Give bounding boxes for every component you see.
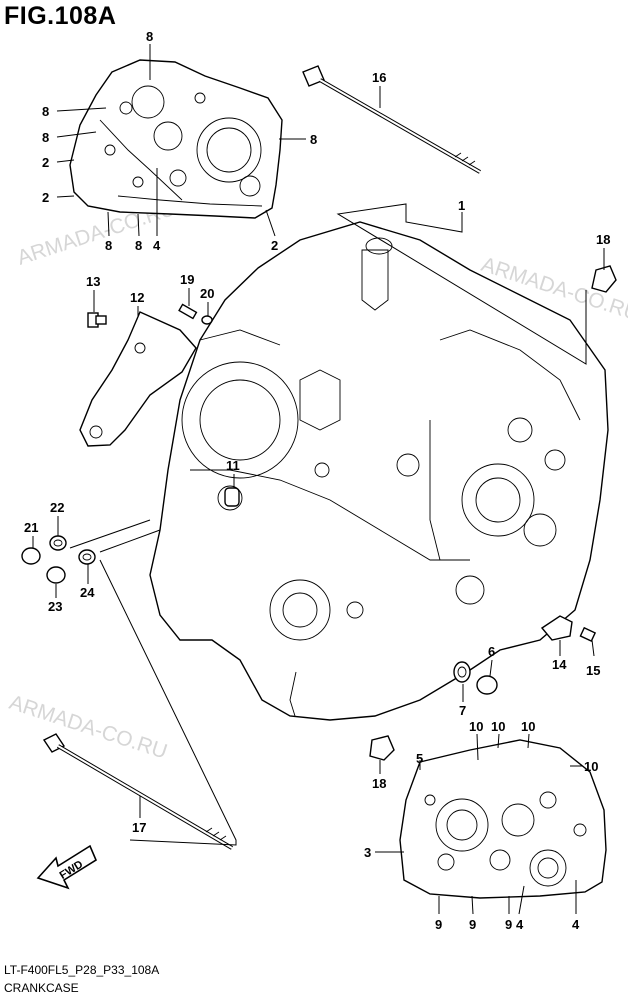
long-bolt-16 <box>302 65 481 174</box>
callout-13: 13 <box>86 274 100 289</box>
callout-16: 16 <box>372 70 386 85</box>
plate-14 <box>540 615 573 641</box>
callout-9: 9 <box>435 917 442 932</box>
callout-17: 17 <box>132 820 146 835</box>
callout-7: 7 <box>459 703 466 718</box>
callout-10: 10 <box>469 719 483 734</box>
callout-3: 3 <box>364 845 371 860</box>
callout-5: 5 <box>416 751 423 766</box>
callout-4: 4 <box>153 238 161 253</box>
figure-title: FIG.108A <box>4 2 117 30</box>
callout-9: 9 <box>505 917 512 932</box>
nut-18-top <box>591 265 617 293</box>
callout-10: 10 <box>491 719 505 734</box>
callout-8: 8 <box>42 104 49 119</box>
callout-2: 2 <box>42 190 49 205</box>
figure-caption: CRANKCASE <box>4 981 79 995</box>
washer-7 <box>453 661 471 683</box>
oring-20 <box>201 315 213 325</box>
callout-6: 6 <box>488 644 495 659</box>
callout-23: 23 <box>48 599 62 614</box>
callout-8: 8 <box>105 238 112 253</box>
plug-23 <box>46 566 66 584</box>
callout-8: 8 <box>310 132 317 147</box>
callout-1: 1 <box>458 198 465 213</box>
crankcase-cover-bottom <box>399 739 607 899</box>
fwd-arrow-icon: FWD <box>36 844 98 890</box>
callout-10: 10 <box>521 719 535 734</box>
callout-22: 22 <box>50 500 64 515</box>
callout-8: 8 <box>42 130 49 145</box>
callout-18: 18 <box>372 776 386 791</box>
plug-6 <box>476 675 498 695</box>
callout-4: 4 <box>516 917 524 932</box>
dowel-11 <box>224 487 240 507</box>
watermark-text: ARMADA-CO.RU <box>6 691 170 764</box>
bolt-13 <box>87 312 107 328</box>
callout-4: 4 <box>572 917 580 932</box>
crankcase-cover-top <box>69 59 283 219</box>
plug-21 <box>21 547 41 565</box>
callout-2: 2 <box>271 238 278 253</box>
callout-12: 12 <box>130 290 144 305</box>
gasket-plate <box>79 311 197 447</box>
callout-24: 24 <box>80 585 95 600</box>
nut-18-bottom <box>369 735 395 761</box>
callout-8: 8 <box>146 29 153 44</box>
callout-15: 15 <box>586 663 600 678</box>
washer-22 <box>49 535 67 551</box>
callout-20: 20 <box>200 286 214 301</box>
callout-18: 18 <box>596 232 610 247</box>
callout-11: 11 <box>226 458 240 473</box>
callout-10: 10 <box>584 759 598 774</box>
pin-19 <box>178 303 198 320</box>
callout-9: 9 <box>469 917 476 932</box>
washer-24 <box>78 549 96 565</box>
callout-8: 8 <box>135 238 142 253</box>
callout-21: 21 <box>24 520 38 535</box>
callout-2: 2 <box>42 155 49 170</box>
callout-labels: 8 8 8 8 2 2 8 8 4 2 16 1 18 13 12 19 20 … <box>24 29 610 932</box>
callout-14: 14 <box>552 657 567 672</box>
crankcase-main <box>149 221 609 721</box>
callout-19: 19 <box>180 272 194 287</box>
long-bolt-17 <box>42 733 234 850</box>
bolt-15 <box>579 626 597 642</box>
leader-lines <box>32 44 605 915</box>
figure-code: LT-F400FL5_P28_P33_108A <box>4 963 160 977</box>
